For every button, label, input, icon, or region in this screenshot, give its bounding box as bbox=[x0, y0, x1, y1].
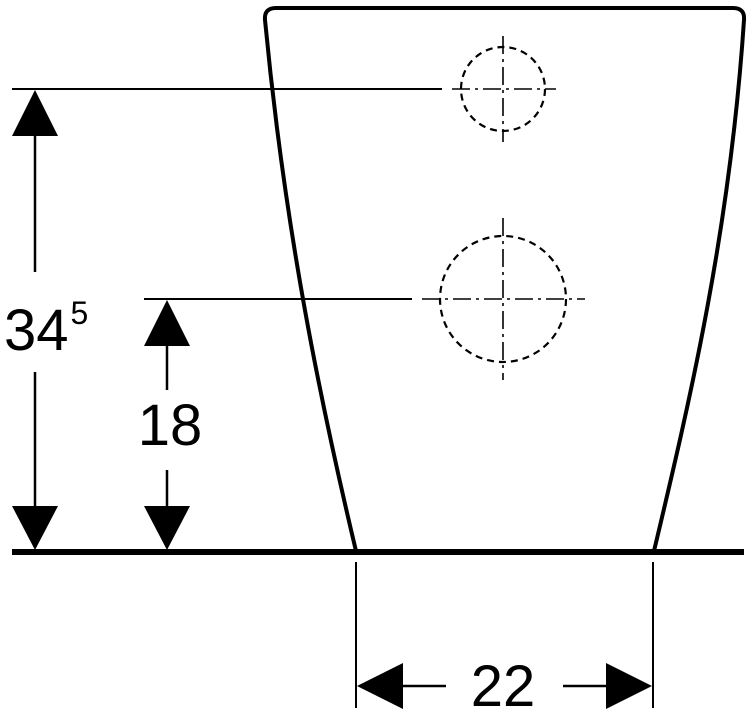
inlet-height-dimension: 18 bbox=[138, 300, 203, 550]
base-width-label: 22 bbox=[471, 654, 536, 712]
total-height-label: 345 bbox=[4, 295, 88, 363]
arrow-up-icon bbox=[12, 90, 58, 136]
arrow-right-icon bbox=[606, 663, 652, 709]
fixture-outline bbox=[262, 6, 747, 552]
arrow-left-icon bbox=[357, 663, 403, 709]
arrow-down-icon bbox=[12, 506, 58, 550]
lower-connection-circle bbox=[422, 218, 585, 380]
arrow-down-icon bbox=[144, 506, 190, 550]
arrow-up-icon bbox=[144, 300, 190, 346]
inlet-height-label: 18 bbox=[138, 393, 203, 458]
base-width-dimension: 22 bbox=[355, 562, 654, 712]
upper-connection-circle bbox=[452, 36, 556, 142]
total-height-dimension: 345 bbox=[4, 90, 88, 550]
